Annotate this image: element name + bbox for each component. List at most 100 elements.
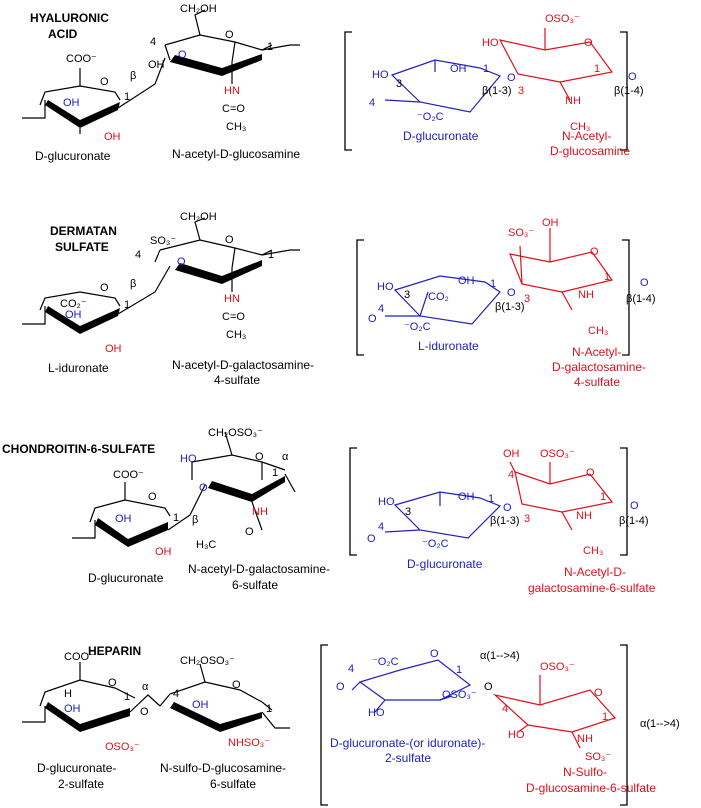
beta-label: β [130, 70, 136, 82]
oh-label-blue: OH [63, 97, 80, 109]
bracket-caption-blue: L-iduronate [418, 339, 479, 353]
c4-label: 4 [378, 521, 384, 533]
caption-d-glucuronate: D-glucuronate [88, 571, 164, 585]
c3-label-red: 3 [524, 513, 530, 525]
ring-oxygen-red: O [594, 687, 603, 699]
glucosamine-ring [164, 34, 273, 51]
hyaluronic-title-line2: ACID [48, 27, 78, 41]
coo-label: COO⁻ [66, 53, 97, 65]
ch3-label: CH₃ [226, 329, 246, 341]
c-eq-o-label: C=O [222, 103, 245, 115]
ho-label-red: HO [508, 729, 525, 741]
c3-label: 3 [396, 78, 402, 90]
c1-label-red: 1 [594, 63, 600, 75]
so3-label: SO₃⁻ [150, 235, 176, 247]
beta-label: β [192, 514, 198, 526]
hyaluronic-title-line1: HYALURONIC [30, 11, 109, 25]
c1-label: 1 [456, 664, 462, 676]
nh-label-red: NH [565, 95, 581, 107]
coo-label: COO⁻ [64, 651, 95, 663]
so3-label-red: SO₃⁻ [585, 751, 611, 763]
glycosidic-oxygen-blue: O [199, 482, 208, 494]
ch2oso3-label: CH₂OSO₃⁻ [208, 427, 263, 439]
dermatan-sulfate-repeat: HO OH 1 3 CO₂ 4 O ⁻O₂C O β(1-3) L-iduron… [356, 217, 656, 389]
oso3-label-red: OSO₃⁻ [105, 741, 140, 753]
caption-right-1: N-sulfo-D-glucosamine- [160, 761, 286, 775]
c4-label: 4 [348, 663, 354, 675]
oh-label-blue: OH [65, 309, 82, 321]
c3-label: 3 [405, 506, 411, 518]
hn-label: HN [224, 293, 240, 305]
caption-galactosamine-1: N-acetyl-D-galactosamine- [188, 562, 330, 576]
galactosamine-ring [159, 239, 273, 256]
link-oxygen: O [503, 502, 512, 514]
caption-left-2: 2-sulfate [58, 777, 104, 791]
beta-1-3-link: β(1-3) [495, 301, 525, 313]
oh-label-red: OH [105, 343, 122, 355]
link-oxygen-2: O [628, 71, 637, 83]
coo-label: COO⁻ [113, 469, 144, 481]
caption-right-2: 6-sulfate [210, 777, 256, 791]
alpha-label: α [142, 681, 149, 693]
co2-label: CO₂ [428, 291, 449, 303]
ho-label: HO [372, 69, 389, 81]
caption-galactosamine-1: N-acetyl-D-galactosamine- [172, 358, 314, 372]
oh-label-red: OH [503, 448, 520, 460]
ch2oh-label: CH₂OH [180, 211, 217, 223]
oh-label-2: OH [148, 59, 165, 71]
ring-oxygen: O [100, 282, 109, 294]
ch3-label: CH₃ [226, 121, 246, 133]
c1-label-red: 1 [600, 491, 606, 503]
caption-n-acetyl-glucosamine: N-acetyl-D-glucosamine [172, 147, 300, 161]
bracket-caption-blue: D-glucuronate [403, 129, 479, 143]
bracket-right [620, 31, 628, 151]
oso3-label-blue: OSO₃⁻ [442, 689, 477, 701]
c3-label-red: 3 [518, 85, 524, 97]
glucuronate-2-sulfate-ring-wedge [45, 702, 130, 732]
glucosamine-ring-wedge [170, 54, 262, 76]
bracket-caption-red-1: N-Acetyl- [572, 345, 621, 359]
c1-label-2: 1 [266, 703, 272, 715]
bracket-caption-red-2: D-glucosamine [550, 144, 630, 158]
bracket-caption-blue-2: 2-sulfate [385, 751, 431, 765]
ring-oxygen: O [148, 491, 157, 503]
glucuronate-ring-wedge [45, 100, 120, 128]
link-oxygen: O [507, 72, 516, 84]
o-label: O [245, 526, 254, 538]
nh-label-red: NH [577, 733, 593, 745]
beta-1-3-link: β(1-3) [482, 85, 512, 97]
bracket-left [320, 644, 328, 806]
bracket-caption-red-2: D-glucosamine-6-sulfate [526, 781, 656, 795]
hn-label: HN [224, 85, 240, 97]
c4-label: 4 [173, 688, 179, 700]
beta-1-4-link: β(1-4) [619, 515, 649, 527]
ho-label: HO [378, 496, 395, 508]
oh-label-blue: OH [64, 703, 81, 715]
chondroitin-title: CHONDROITIN-6-SULFATE [2, 442, 155, 456]
ring-oxygen-2: O [225, 234, 234, 246]
glucosamine-ring-red [498, 39, 614, 83]
glucuronate-2-sulfate-ring [39, 679, 136, 707]
bracket-caption-blue-1: D-glucuronate-(or iduronate)- [330, 736, 485, 750]
h3c-label: H₃C [196, 539, 216, 551]
nh-label: NH [252, 506, 268, 518]
alpha-link-1: α(1-->4) [480, 650, 520, 662]
nh-label-red: NH [576, 510, 592, 522]
c4-label: 4 [369, 97, 375, 109]
chondroitin-sulfate-left: CHONDROITIN-6-SULFATE COO⁻ O OH OH 1 β C… [2, 427, 330, 592]
c1-label: 1 [124, 299, 130, 311]
c1-label: 1 [173, 512, 179, 524]
bracket-caption-red-1: N-Sulfo- [563, 765, 607, 779]
oh-label-blue-2: OH [192, 699, 209, 711]
ho-label: HO [377, 281, 394, 293]
c1-label-2: 1 [272, 467, 278, 479]
hyaluronic-acid-repeat: HO OH 1 3 4 ⁻O₂C O β(1-3) D-glucuronate … [344, 13, 644, 158]
ch3-label-red: CH₃ [588, 325, 608, 337]
dermatan-title-line1: DERMATAN [50, 224, 117, 238]
ring-oxygen-2: O [255, 451, 264, 463]
beta-label: β [130, 278, 136, 290]
galactosamine-ring-wedge [208, 476, 285, 502]
carbon-4-label: 4 [150, 36, 156, 48]
carbon-1-label: 1 [124, 91, 130, 103]
